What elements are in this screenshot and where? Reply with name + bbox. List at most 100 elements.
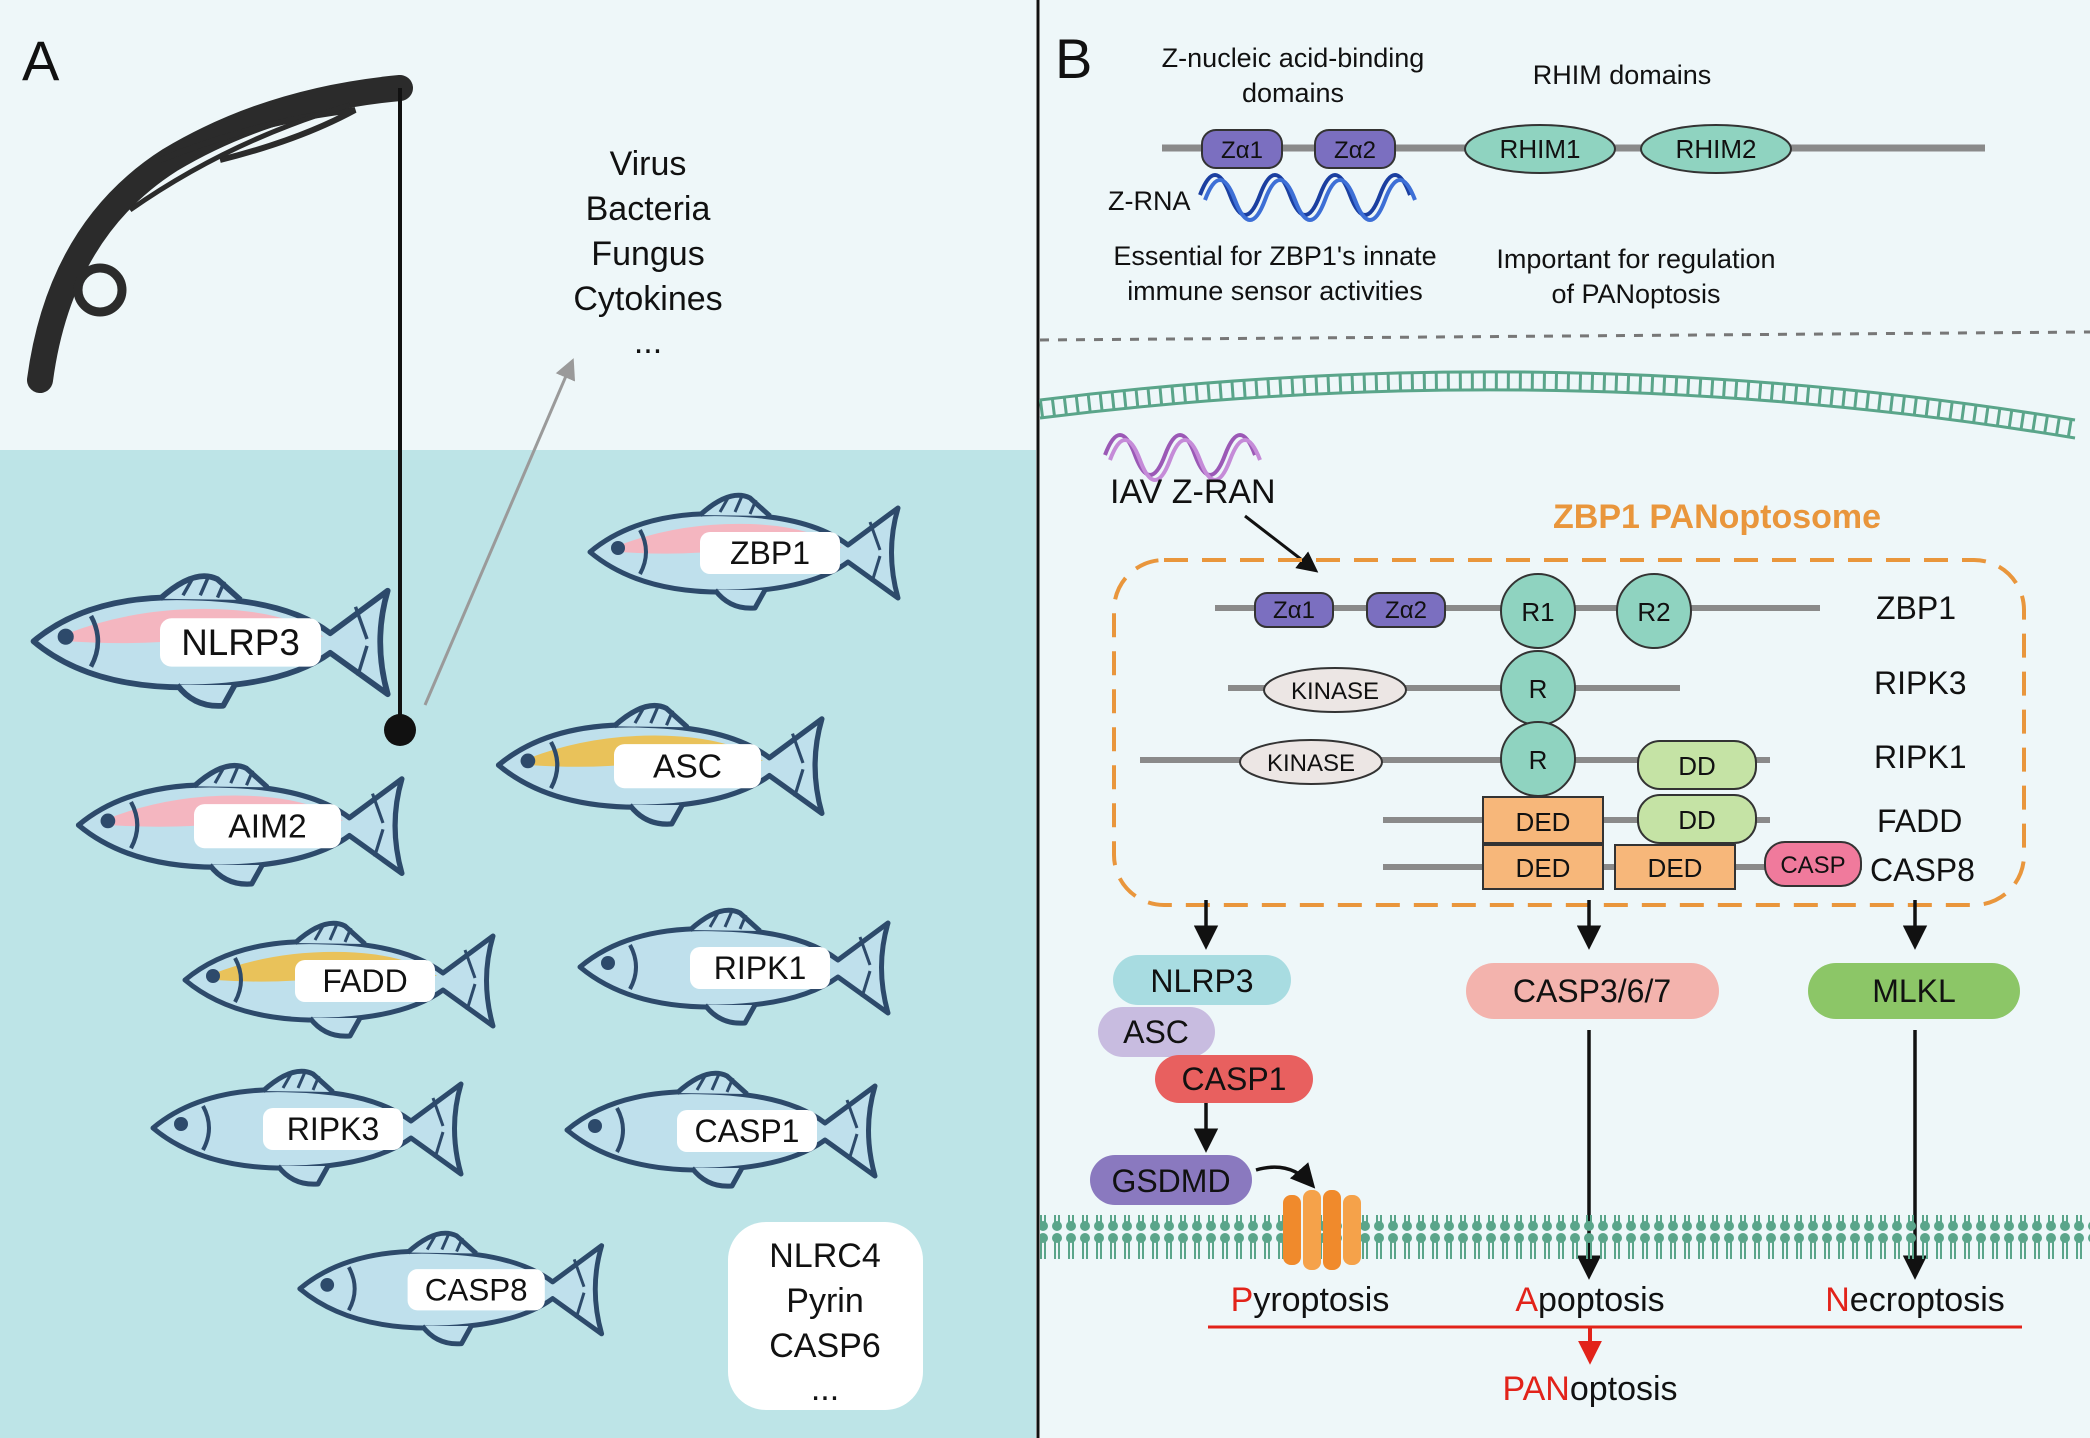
panel-a: A Virus Bacteria Fungus Cytokines ... NL… — [0, 0, 1036, 1438]
necroptosis-label: Necroptosis — [1825, 1281, 2005, 1319]
fadd-dd-domain — [1637, 794, 1757, 844]
fish-label: ZBP1 — [730, 535, 810, 571]
fish-label-box — [677, 1110, 817, 1152]
fish-label: RIPK1 — [714, 950, 806, 986]
zbp1-r1-domain — [1500, 573, 1576, 649]
zbp1-r2-domain — [1616, 573, 1692, 649]
gsdmd-pore-icon — [1283, 1190, 1361, 1270]
ripk3-kinase-label: KINASE — [1291, 678, 1379, 705]
panoptosome-complex — [1112, 558, 2026, 907]
fadd-ded-domain — [1482, 796, 1604, 844]
iav-arrow — [1244, 514, 1319, 573]
fish-label-box — [194, 804, 341, 849]
casp367-node — [1466, 963, 1719, 1019]
rhim1-label: RHIM1 — [1500, 134, 1581, 164]
ripk1-r-label: R — [1529, 745, 1548, 775]
zbp1-za1-label: Zα1 — [1273, 597, 1315, 624]
panel-a-label: A — [22, 29, 60, 92]
gsdmd-node-label: GSDMD — [1111, 1163, 1230, 1199]
casp1-node-label: CASP1 — [1182, 1061, 1287, 1097]
rhim2-label: RHIM2 — [1676, 134, 1757, 164]
fish-label: ASC — [653, 749, 722, 786]
z-rna-helix-icon — [1198, 173, 1417, 222]
fish-label-box — [614, 744, 761, 789]
za2-label: Zα2 — [1334, 137, 1376, 164]
ripk3-r-label: R — [1529, 674, 1548, 704]
trigger-item: Bacteria — [586, 190, 711, 228]
z-binding-header: domains — [1242, 78, 1344, 108]
trigger-arrow — [423, 358, 576, 706]
zbp1-za2-domain — [1366, 592, 1446, 628]
plasma-membrane-icon — [1040, 1215, 2090, 1259]
other-sensor-item: NLRC4 — [769, 1237, 880, 1275]
ripk1-dd-label: DD — [1678, 751, 1716, 781]
other-sensors-box: NLRC4 Pyrin CASP6 ... — [728, 1222, 923, 1410]
fadd-dd-label: DD — [1678, 805, 1716, 835]
trigger-item: Cytokines — [573, 280, 722, 318]
z-rna-label: Z-RNA — [1108, 186, 1191, 216]
ripk3-row-name: RIPK3 — [1874, 665, 1966, 701]
other-sensor-item: Pyrin — [786, 1282, 863, 1320]
nlrp3-node — [1113, 955, 1291, 1005]
pyroptosis-label: Pyroptosis — [1231, 1281, 1390, 1319]
important-note: of PANoptosis — [1551, 279, 1720, 309]
fadd-ded-label: DED — [1516, 807, 1571, 837]
casp8-casp-label: CASP — [1780, 852, 1845, 879]
fish-label-box — [295, 960, 435, 1002]
asc-node-label: ASC — [1123, 1014, 1189, 1050]
fadd-row-name: FADD — [1877, 803, 1962, 839]
zbp1-za1-domain — [1254, 592, 1334, 628]
rhim2-domain — [1640, 124, 1792, 174]
trigger-item: Fungus — [591, 235, 704, 273]
rhim1-domain — [1464, 124, 1616, 174]
fish-label: RIPK3 — [287, 1111, 379, 1147]
trigger-item: ... — [634, 323, 662, 361]
fishing-rod-icon — [27, 75, 416, 746]
iav-rna-icon — [1103, 433, 1262, 482]
zbp1-row-name: ZBP1 — [1876, 590, 1956, 626]
trigger-item: Virus — [610, 145, 687, 183]
fish-label-box — [407, 1269, 545, 1311]
zbp1-za2-label: Zα2 — [1385, 597, 1427, 624]
fish-asc: ASC — [499, 706, 822, 825]
ripk1-row-name: RIPK1 — [1874, 739, 1966, 775]
fish-label: CASP8 — [425, 1273, 528, 1308]
asc-node — [1098, 1007, 1215, 1057]
trigger-list: Virus Bacteria Fungus Cytokines ... — [573, 145, 722, 361]
ripk1-dd-domain — [1637, 740, 1757, 790]
panel-b-label: B — [1055, 27, 1092, 90]
casp8-ded2-label: DED — [1648, 853, 1703, 883]
fish-label: AIM2 — [228, 809, 306, 846]
fish-casp1: CASP1 — [567, 1073, 875, 1186]
casp367-node-label: CASP3/6/7 — [1513, 973, 1671, 1009]
z-binding-header: Z-nucleic acid-binding — [1162, 43, 1425, 73]
casp8-row-name: CASP8 — [1870, 852, 1975, 888]
fish-casp8: CASP8 — [300, 1233, 602, 1344]
casp8-ded1-label: DED — [1516, 853, 1571, 883]
fish-label-box — [700, 532, 840, 574]
essential-note: immune sensor activities — [1127, 276, 1423, 306]
fish-nlrp3: NLRP3 — [34, 576, 388, 706]
other-sensor-item: CASP6 — [769, 1327, 881, 1365]
casp8-casp-domain — [1764, 841, 1862, 887]
ripk3-kinase-domain — [1263, 667, 1407, 713]
fish-ripk1: RIPK1 — [580, 910, 888, 1023]
panoptosome-title: ZBP1 PANoptosome — [1553, 498, 1881, 536]
hook-weight-icon — [384, 714, 416, 746]
mlkl-node-label: MLKL — [1872, 973, 1956, 1009]
panel-b: B Z-nucleic acid-binding domains RHIM do… — [1038, 0, 2090, 1438]
fish-ripk3: RIPK3 — [153, 1071, 461, 1184]
nlrp3-node-label: NLRP3 — [1150, 963, 1253, 999]
za1-label: Zα1 — [1221, 137, 1263, 164]
fish-label: NLRP3 — [181, 622, 300, 663]
other-sensor-item: ... — [811, 1370, 839, 1408]
ripk1-kinase-domain — [1239, 739, 1383, 785]
fish-label-box — [263, 1108, 403, 1150]
apoptosis-label: Apoptosis — [1515, 1281, 1664, 1319]
fish-label-box — [160, 618, 321, 667]
important-note: Important for regulation — [1496, 244, 1775, 274]
zbp1-r2-label: R2 — [1637, 597, 1670, 627]
section-separator — [1039, 330, 2090, 342]
zbp1-r1-label: R1 — [1521, 597, 1554, 627]
